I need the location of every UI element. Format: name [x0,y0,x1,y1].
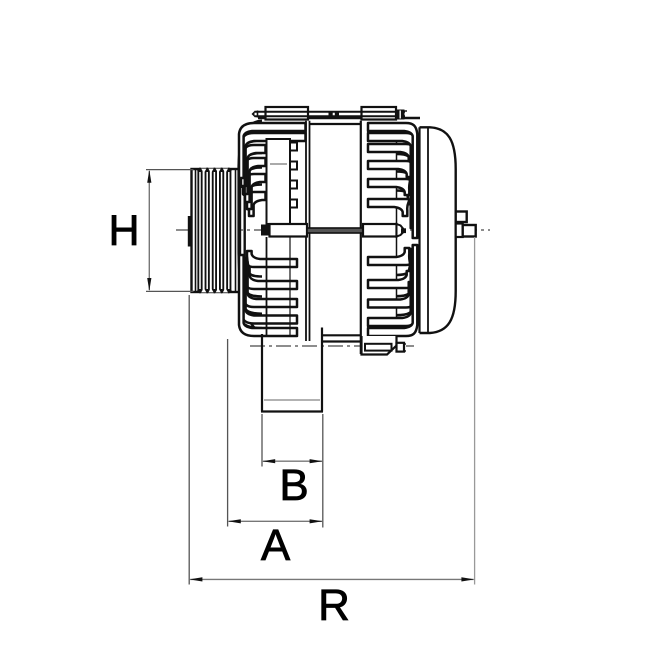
svg-text:B: B [279,461,308,510]
svg-text:R: R [318,581,350,630]
svg-text:A: A [261,521,291,570]
svg-text:H: H [108,207,139,255]
